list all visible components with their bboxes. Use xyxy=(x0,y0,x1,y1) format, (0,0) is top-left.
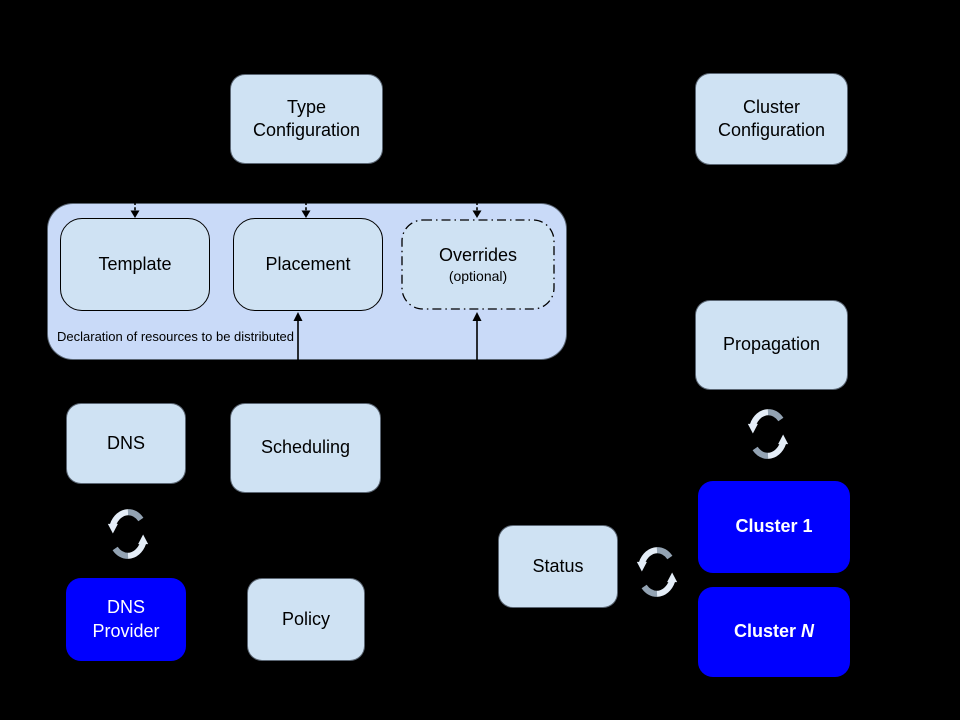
cluster-1-label: Cluster 1 xyxy=(735,516,813,537)
sync-cycle-icon xyxy=(107,509,149,559)
type-configuration-label-line2: Configuration xyxy=(252,120,361,140)
template-label: Template xyxy=(98,253,172,274)
template-box: Template xyxy=(60,218,210,311)
cluster-n-label: Cluster N xyxy=(733,621,815,642)
cluster-1-box: Cluster 1 xyxy=(698,481,850,573)
dns-provider-label-line1: DNS xyxy=(106,597,145,618)
status-label: Status xyxy=(532,555,584,576)
sync-cycle-icon xyxy=(747,409,789,459)
dns-provider-label-line2: Provider xyxy=(92,620,160,641)
scheduling-label: Scheduling xyxy=(260,437,351,458)
overrides-optional-label: (optional) xyxy=(448,267,508,284)
arrow-down-dashed-icon xyxy=(472,202,482,218)
dns-label: DNS xyxy=(106,432,145,453)
arrow-down-dashed-icon xyxy=(301,202,311,218)
placement-box: Placement xyxy=(233,218,383,311)
scheduling-box: Scheduling xyxy=(230,403,381,493)
type-configuration-label-line1: Type xyxy=(286,96,327,117)
policy-box: Policy xyxy=(247,578,365,661)
dns-box: DNS xyxy=(66,403,186,484)
overrides-label: Overrides xyxy=(438,244,518,265)
dns-provider-box: DNS Provider xyxy=(66,578,186,661)
overrides-box: Overrides (optional) xyxy=(401,219,555,310)
placement-label: Placement xyxy=(265,253,351,274)
cluster-configuration-box: Cluster Configuration xyxy=(695,73,848,165)
arrow-down-dashed-icon xyxy=(130,202,140,218)
cluster-configuration-label-line2: Configuration xyxy=(717,120,826,140)
dash-dot-border xyxy=(401,219,555,310)
policy-label: Policy xyxy=(281,608,330,629)
arrow-up-icon xyxy=(293,312,303,360)
declaration-caption: Declaration of resources to be distribut… xyxy=(57,329,295,344)
type-configuration-box: Type Configuration xyxy=(230,74,383,164)
arrow-up-icon xyxy=(472,312,482,360)
status-box: Status xyxy=(498,525,618,608)
propagation-label: Propagation xyxy=(722,334,821,355)
cluster-n-box: Cluster N xyxy=(698,587,850,677)
propagation-box: Propagation xyxy=(695,300,848,390)
cluster-configuration-label-line1: Cluster xyxy=(742,96,800,117)
sync-cycle-icon xyxy=(636,547,678,597)
